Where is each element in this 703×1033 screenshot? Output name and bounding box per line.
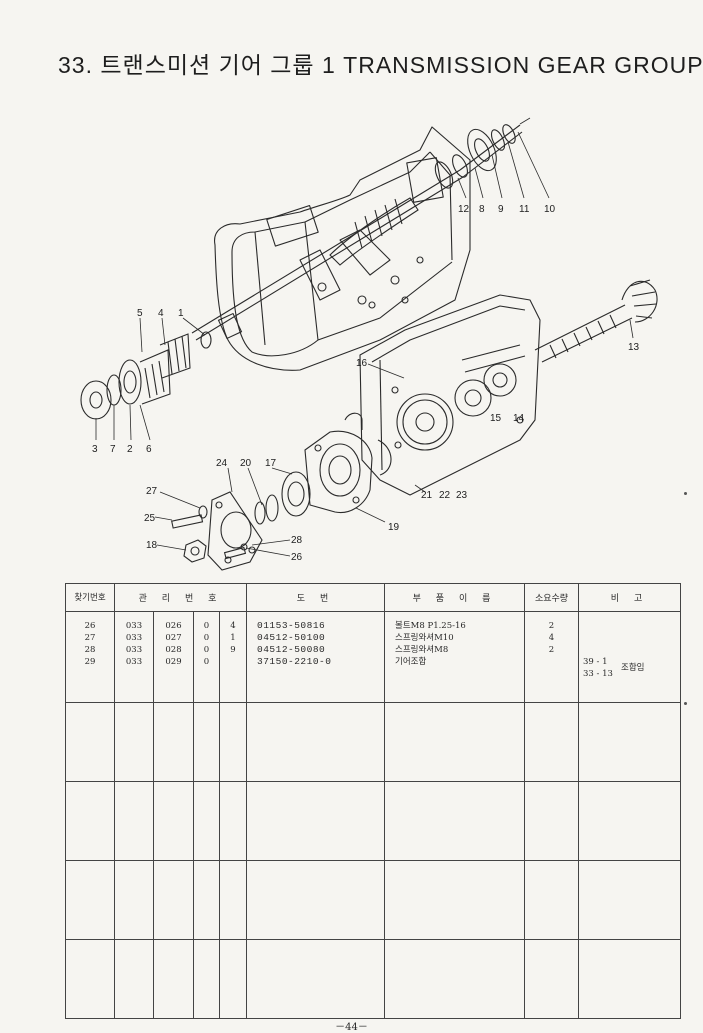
transmission-housing xyxy=(214,126,471,371)
table-header-row: 찾기번호 관 리 번 호 도 번 부 품 이 름 소요수량 비 고 xyxy=(65,583,682,612)
callout-15: 15 xyxy=(490,413,502,424)
callout-24: 24 xyxy=(216,458,228,469)
shaft-bearings xyxy=(434,124,516,189)
callout-28: 28 xyxy=(291,535,303,546)
callout-19: 19 xyxy=(388,522,400,533)
rear-housing xyxy=(344,294,541,496)
callout-25: 25 xyxy=(144,513,156,524)
cell-mgmt-check: 4 1 9 xyxy=(218,611,248,703)
cell-quantities: 2 4 2 xyxy=(524,611,580,703)
input-shaft xyxy=(191,124,523,341)
callout-26: 26 xyxy=(291,552,303,563)
header-remarks: 비 고 xyxy=(578,583,682,612)
table-row xyxy=(65,860,682,940)
cell-part-names: 볼트M8 P1.25-16 스프링와셔M10 스프링와셔M8 기어조합 xyxy=(384,611,526,703)
callout-6: 6 xyxy=(146,444,152,455)
callout-2: 2 xyxy=(127,444,133,455)
callout-7: 7 xyxy=(110,444,116,455)
callout-16: 16 xyxy=(356,358,368,369)
cell-mgmt-group: 033 033 033 033 xyxy=(114,611,154,703)
callout-1: 1 xyxy=(178,308,184,319)
cell-mgmt-item: 026 027 028 029 xyxy=(153,611,194,703)
retainer-plate xyxy=(171,491,263,571)
page-title: 33. 트랜스미션 기어 그룹 1 TRANSMISSION GEAR GROU… xyxy=(58,46,703,80)
table-row xyxy=(65,939,682,1019)
callout-13: 13 xyxy=(628,342,640,353)
callout-27: 27 xyxy=(146,486,158,497)
callout-9: 9 xyxy=(498,204,504,215)
remark-line-1: 39 - 1 xyxy=(583,657,608,667)
exploded-parts-diagram: 12 8 9 11 10 5 4 1 13 16 15 14 3 7 2 6 2… xyxy=(80,117,658,571)
callout-23: 23 xyxy=(456,490,468,501)
front-gear-group xyxy=(80,312,243,420)
table-row xyxy=(65,781,682,861)
callout-4: 4 xyxy=(158,308,164,319)
title-korean: 트랜스미션 기어 그룹 1 xyxy=(100,52,336,78)
callout-17: 17 xyxy=(265,458,277,469)
parts-list-table: 찾기번호 관 리 번 호 도 번 부 품 이 름 소요수량 비 고 26 27 … xyxy=(65,583,682,1019)
header-management-number: 관 리 번 호 xyxy=(113,583,248,612)
page-number: －44－ xyxy=(335,1022,368,1033)
callout-20: 20 xyxy=(240,458,252,469)
cell-remarks: 39 - 1 33 - 13 조합임 xyxy=(578,611,682,703)
callout-22: 22 xyxy=(439,490,451,501)
header-drawing-number: 도 번 xyxy=(246,583,386,612)
callout-5: 5 xyxy=(137,308,143,319)
bearing-cover xyxy=(254,430,373,525)
title-english: TRANSMISSION GEAR GROUP Ⅰ xyxy=(343,52,703,78)
header-find-number: 찾기번호 xyxy=(65,583,115,612)
scan-speck xyxy=(684,702,687,705)
cell-drawing-numbers: 01153-50816 04512-50100 04512-50080 3715… xyxy=(246,611,386,703)
callout-14: 14 xyxy=(513,413,525,424)
callout-labels: 12 8 9 11 10 5 4 1 13 16 15 14 3 7 2 6 2… xyxy=(92,204,640,563)
cell-find-numbers: 26 27 28 29 xyxy=(65,611,115,703)
callout-21: 21 xyxy=(421,490,433,501)
output-shaft xyxy=(534,279,658,363)
callout-8: 8 xyxy=(479,204,485,215)
callout-3: 3 xyxy=(92,444,98,455)
table-row xyxy=(65,702,682,782)
leader-lines xyxy=(95,117,634,557)
callout-18: 18 xyxy=(146,540,158,551)
remark-note: 조합임 xyxy=(621,663,645,673)
header-quantity: 소요수량 xyxy=(524,583,580,612)
header-part-name: 부 품 이 름 xyxy=(384,583,526,612)
remark-line-2: 33 - 13 xyxy=(583,669,613,679)
callout-11: 11 xyxy=(519,204,530,215)
callout-12: 12 xyxy=(458,204,470,215)
table-row: 26 27 28 29 033 033 033 033 026 027 028 … xyxy=(65,611,682,703)
callout-10: 10 xyxy=(544,204,556,215)
scan-speck xyxy=(684,492,687,495)
cell-mgmt-rev: 0 0 0 0 xyxy=(193,611,220,703)
section-number: 33. xyxy=(58,52,93,78)
